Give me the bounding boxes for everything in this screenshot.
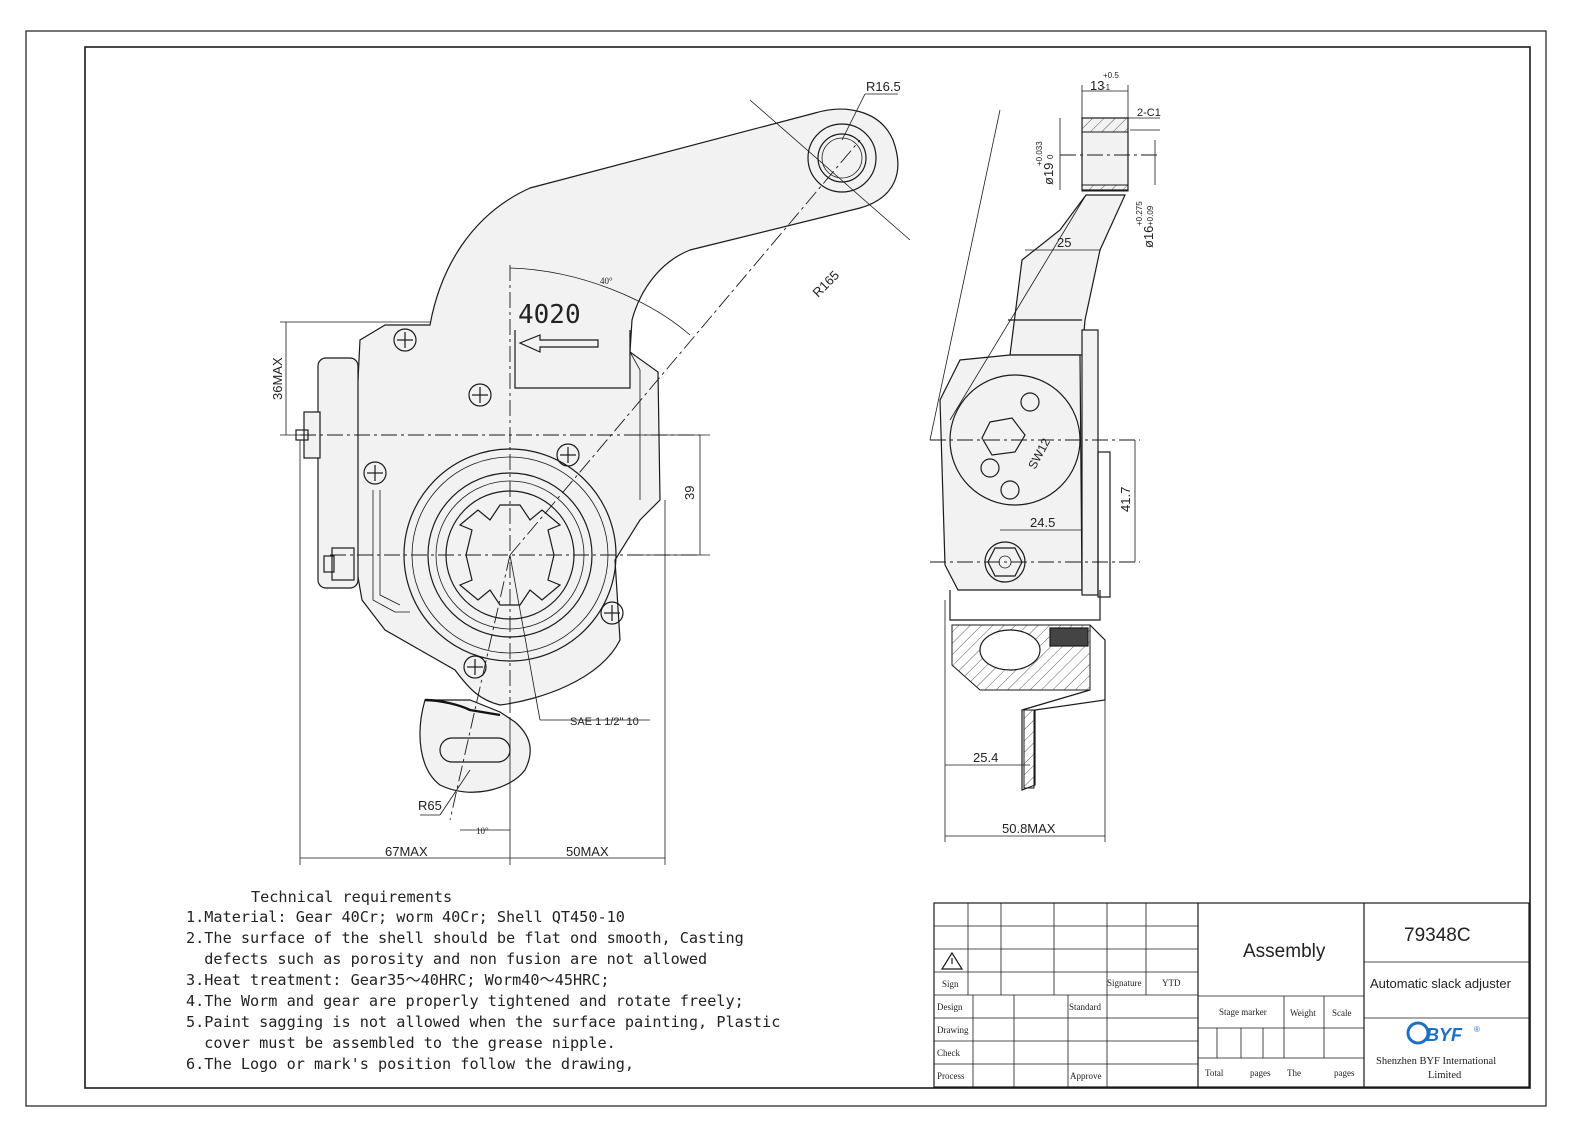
side-view [929, 85, 1160, 842]
dim-angle-bottom: 10° [476, 826, 489, 836]
dim-spline: SAE 1 1/2" 10 [570, 716, 639, 728]
warning-icon [940, 951, 964, 970]
dim-chamfer: 2-C1 [1137, 107, 1161, 119]
dim-bore-outer-tol-upper: +0.033 [1035, 141, 1044, 166]
dim-eye-width-tol-upper: +0.5 [1103, 71, 1119, 80]
tb-scale: Scale [1332, 1008, 1352, 1018]
tb-total: Total [1205, 1068, 1224, 1078]
inner-border [84, 46, 1531, 1089]
tb-standard: Standard [1069, 1002, 1101, 1012]
dim-arm-offset: 25 [1057, 235, 1071, 250]
dim-bore-outer: ø19 [1041, 163, 1056, 185]
logo-mark: ® [1474, 1025, 1480, 1034]
tb-ytd: YTD [1162, 978, 1181, 988]
dim-width-right: 50MAX [566, 844, 609, 859]
tb-stage-marker: Stage marker [1219, 1007, 1267, 1017]
requirements-title: Technical requirements [251, 888, 453, 906]
dim-r-clip: R65 [418, 798, 442, 813]
requirement-item: cover must be assembled to the grease ni… [186, 1034, 616, 1052]
byf-logo: BYF ® [1406, 1021, 1480, 1045]
outer-border [25, 30, 1547, 1107]
dim-r-arm: R165 [810, 268, 843, 301]
logo-text: BYF [1426, 1025, 1463, 1045]
dim-height-max: 36MAX [270, 357, 285, 400]
requirement-item: defects such as porosity and non fusion … [186, 950, 708, 968]
dim-eye-width-tol-lower: -1 [1103, 83, 1111, 92]
direction-arrow [518, 334, 599, 353]
dim-eye-width: 13 [1090, 78, 1104, 93]
dim-center-dist: 39 [682, 486, 697, 500]
dim-bore-outer-tol-lower: 0 [1046, 154, 1055, 159]
tb-the: The [1287, 1068, 1301, 1078]
tb-approve: Approve [1070, 1071, 1102, 1081]
tb-check: Check [937, 1048, 960, 1058]
model-label: 4020 [518, 300, 581, 330]
requirement-item: 6.The Logo or mark's position follow the… [186, 1055, 635, 1073]
tb-design: Design [937, 1002, 963, 1012]
tb-company-line1: Shenzhen BYF International [1376, 1056, 1496, 1067]
dim-angle-top: 40° [600, 276, 613, 286]
requirement-item: 5.Paint sagging is not allowed when the … [186, 1013, 781, 1031]
dim-r-eye: R16.5 [866, 79, 901, 94]
tb-weight: Weight [1290, 1008, 1316, 1018]
tb-sign: Sign [942, 979, 959, 989]
tb-pages2: pages [1334, 1068, 1355, 1078]
tb-pages: pages [1250, 1068, 1271, 1078]
dim-hex-offset: 24.5 [1030, 515, 1055, 530]
tb-drawing: Drawing [937, 1025, 969, 1035]
tb-part-name: Automatic slack adjuster [1370, 976, 1512, 991]
requirement-item: 4.The Worm and gear are properly tighten… [186, 992, 744, 1010]
dim-overall-width: 50.8MAX [1002, 821, 1056, 836]
dim-bore-inner-tol-lower: +0.09 [1146, 205, 1155, 226]
tb-part-number: 79348C [1404, 925, 1471, 946]
front-view [280, 93, 911, 865]
tb-company-line2: Limited [1428, 1070, 1462, 1081]
title-block [933, 902, 1530, 1088]
dim-vertical: 41.7 [1118, 487, 1133, 512]
dim-bore-inner: ø16 [1141, 226, 1156, 248]
tb-assembly: Assembly [1243, 941, 1326, 962]
dim-bracket-offset: 25.4 [973, 750, 998, 765]
dim-bore-inner-tol-upper: +0.275 [1135, 201, 1144, 226]
dim-width-left: 67MAX [385, 844, 428, 859]
tb-process: Process [937, 1071, 965, 1081]
requirement-item: 3.Heat treatment: Gear35～40HRC; Worm40～4… [186, 971, 610, 989]
requirement-item: 1.Material: Gear 40Cr; worm 40Cr; Shell … [186, 908, 625, 926]
requirement-item: 2.The surface of the shell should be fla… [186, 929, 744, 947]
tb-signature: Signature [1107, 978, 1142, 988]
